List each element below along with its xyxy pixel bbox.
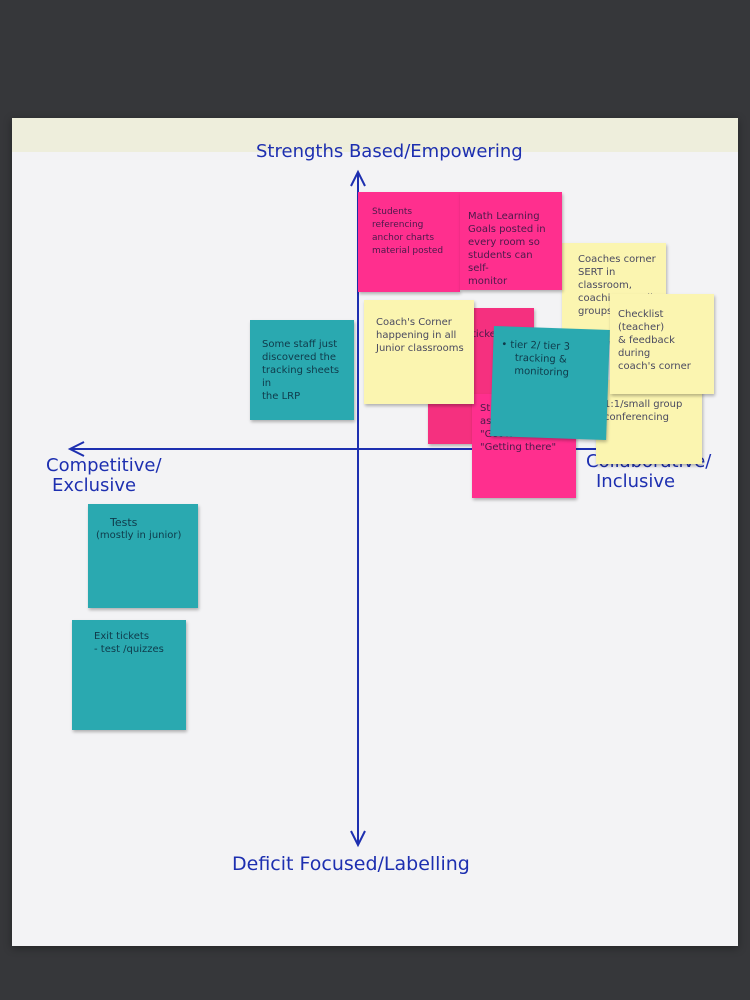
note-line: Junior classrooms — [376, 343, 464, 354]
paper-top-strip — [12, 118, 738, 152]
note-line: Tests — [110, 516, 138, 529]
note-line: Math Learning — [468, 211, 540, 222]
sticky-note-tier-tracking: • tier 2/ tier 3 tracking & monitoring — [490, 326, 610, 440]
axis-label-left-line2: Exclusive — [52, 475, 137, 496]
sticky-note-math-learning-goals: Math Learning Goals posted in every room… — [460, 192, 562, 290]
axis-label-bottom: Deficit Focused/Labelling — [232, 853, 470, 875]
note-line: Checklist (teacher) — [618, 309, 665, 333]
sticky-note-checklist-feedback: Checklist (teacher) & feedback during co… — [610, 294, 714, 394]
note-line: Exit tickets — [94, 631, 150, 642]
note-line: monitoring — [514, 365, 570, 379]
note-line: St — [480, 403, 491, 414]
note-line: groups — [578, 306, 613, 317]
note-line: students can self- — [468, 250, 533, 274]
note-line: & feedback during — [618, 335, 675, 359]
note-line: Goals posted in — [468, 224, 546, 235]
horizontal-axis-arrow-left — [67, 441, 85, 457]
vertical-axis-arrow-bottom — [350, 830, 366, 848]
note-line: every room so — [468, 237, 540, 248]
note-line: Students referencing — [372, 207, 424, 230]
note-line: 1:1/small group — [604, 399, 683, 410]
note-line: Some staff just — [262, 339, 338, 350]
note-line: SERT in classroom, — [578, 267, 632, 291]
sticky-note-coachs-corner-junior: Coach's Corner happening in all Junior c… — [364, 300, 474, 404]
vertical-axis-arrow-top — [350, 169, 366, 187]
note-line: conferencing — [604, 412, 669, 423]
axis-label-right-line2: Inclusive — [596, 471, 676, 492]
note-line: monitor — [468, 276, 508, 287]
note-line: discovered the — [262, 352, 337, 363]
sticky-note-exit-tickets: Exit tickets - test /quizzes — [72, 620, 186, 730]
axis-label-left: Competitive/ Exclusive — [46, 456, 162, 496]
note-line: Coaches corner — [578, 254, 656, 265]
axis-label-top: Strengths Based/Empowering — [256, 141, 523, 162]
note-line: coach's corner — [618, 361, 691, 372]
note-line: anchor charts — [372, 233, 435, 243]
note-line: material posted — [372, 246, 444, 256]
sticky-note-conferencing: 1:1/small group conferencing — [596, 380, 702, 464]
sticky-note-students-referencing: Students referencing anchor charts mater… — [358, 192, 460, 292]
axis-label-left-line1: Competitive/ — [46, 455, 162, 476]
note-line: tracking sheets in — [262, 365, 340, 389]
note-line: tickets? — [472, 329, 511, 340]
note-line: Coach's Corner — [376, 317, 452, 328]
note-line: happening in all — [376, 330, 457, 341]
sticky-note-tests: Tests (mostly in junior) — [88, 504, 198, 608]
note-line: "Getting there" — [480, 442, 557, 453]
note-line: - test /quizzes — [94, 644, 164, 655]
sticky-note-staff-tracking-sheets: Some staff just discovered the tracking … — [250, 320, 354, 420]
note-line: as — [480, 416, 492, 427]
note-line: the LRP — [262, 391, 301, 402]
note-line: (mostly in junior) — [96, 530, 182, 541]
